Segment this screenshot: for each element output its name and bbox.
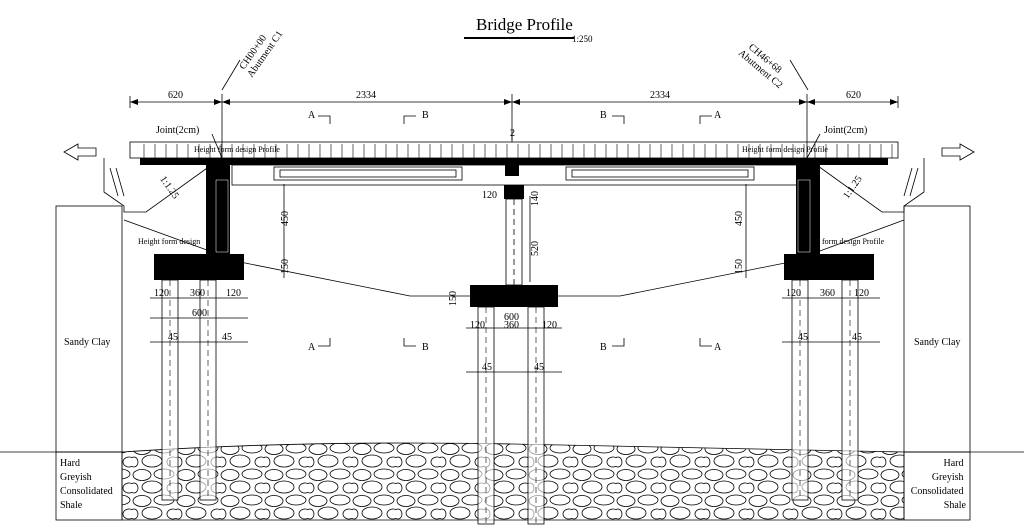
dim-left-gap2: 45 (222, 332, 232, 343)
dim-pier-width: 120 (482, 190, 497, 201)
dim-right-gap2: 45 (852, 332, 862, 343)
girder-void-left (273, 166, 463, 181)
left-abutment (103, 158, 244, 280)
girder-void-right (565, 166, 755, 181)
ground-line-left (123, 219, 470, 297)
dim-pier-cap: 140 (530, 191, 541, 206)
section-a-bottom-right: A (714, 342, 722, 353)
dim-top-span2: 2334 (650, 90, 670, 101)
height-label-left-lower: Height form design (138, 237, 200, 246)
chainage-right-leader (789, 59, 809, 91)
soil-lower-right-1: Hard (944, 458, 964, 469)
pier-bearing (505, 158, 519, 176)
dim-center-footing: 600 (504, 312, 519, 323)
dim-center-mid: 360 (504, 320, 519, 331)
section-b-top-left: B (422, 110, 429, 121)
section-markers-top (318, 115, 712, 124)
joint-left-label: Joint(2cm) (156, 125, 199, 136)
soil-lower-right-2: Greyish (932, 472, 964, 483)
soil-upper-left: Sandy Clay (64, 337, 110, 348)
dim-pier-footing: 150 (448, 291, 459, 306)
soil-lower-left-3: Consolidated (60, 486, 113, 497)
dim-left-edge1: 120 (154, 288, 169, 299)
joint-left-leader (211, 133, 223, 159)
central-pier (470, 185, 558, 307)
section-a-top-right: A (714, 110, 722, 121)
dim-center-gap1: 45 (482, 362, 492, 373)
section-b-bottom-right: B (600, 342, 607, 353)
footing-dims-left (150, 297, 248, 343)
dim-right-mid: 360 (820, 288, 835, 299)
dim-top-span1: 2334 (356, 90, 376, 101)
section-b-top-right: B (600, 110, 607, 121)
soil-lower-right: Hard Greyish Consolidated Shale (911, 458, 967, 511)
dim-center-edge1: 120 (470, 320, 485, 331)
soil-lower-right-4: Shale (944, 500, 967, 511)
dim-right-gap1: 45 (798, 332, 808, 343)
joint-right-label: Joint(2cm) (824, 125, 867, 136)
soil-lower-left-2: Greyish (60, 472, 92, 483)
soil-lower-left: Hard Greyish Consolidated Shale (60, 458, 115, 511)
section-b-bottom-left: B (422, 342, 429, 353)
dim-left-gap1: 45 (168, 332, 178, 343)
height-label-right-lower: form design Profile (822, 237, 885, 246)
footing-dims-center (466, 327, 562, 373)
drawing-scale: 1:250 (572, 34, 593, 44)
dim-top-left: 620 (168, 90, 183, 101)
section-a-bottom-left: A (308, 342, 316, 353)
shale-layer (121, 442, 905, 521)
soil-lower-left-4: Shale (60, 500, 83, 511)
footing-dims-right (782, 297, 880, 343)
girder-void-right-inner (571, 169, 749, 178)
ground-line-right (556, 219, 905, 297)
section-a-top-left: A (308, 110, 316, 121)
drawing-title: Bridge Profile (476, 15, 573, 34)
arrow-right-icon (941, 143, 975, 161)
soil-upper-right: Sandy Clay (914, 337, 960, 348)
dim-abut-left-footing: 150 (280, 259, 291, 274)
chainage-left-leader (221, 59, 241, 91)
dim-abut-right-wall: 450 (734, 211, 745, 226)
height-label-left: Height form design Profile (194, 145, 280, 154)
top-dimension-line (129, 94, 899, 160)
shale-right-box (903, 451, 971, 521)
dim-top-right: 620 (846, 90, 861, 101)
dim-center-edge2: 120 (542, 320, 557, 331)
joint-right-leader (806, 133, 821, 159)
soil-lower-right-3: Consolidated (911, 486, 964, 497)
chainage-left-group: CH00+00 Abutment C1 (237, 29, 285, 80)
section-markers-bottom (318, 338, 712, 347)
dim-left-footing: 600 (192, 308, 207, 319)
dim-right-edge1: 120 (786, 288, 801, 299)
height-label-right: Height form design Profile (742, 145, 828, 154)
dim-abut-right-footing: 150 (734, 259, 745, 274)
girder-void-left-inner (279, 169, 457, 178)
soil-lower-left-1: Hard (60, 458, 80, 469)
soil-left-column (55, 205, 123, 453)
dim-left-mid: 360 (190, 288, 205, 299)
dim-right-edge2: 120 (854, 288, 869, 299)
dim-center-gap2: 45 (534, 362, 544, 373)
slope-left-label: 1:1.25 (157, 174, 181, 201)
dim-left-edge2: 120 (226, 288, 241, 299)
pile-groups (161, 279, 859, 525)
dim-abut-left-wall: 450 (280, 211, 291, 226)
chainage-right-group: CH46+68 Abutment C2 (736, 42, 785, 91)
soil-right-column (903, 205, 971, 453)
center-gap-label: 2 (510, 128, 515, 139)
dim-pier-height: 520 (530, 241, 541, 256)
arrow-left-icon (63, 143, 97, 161)
shale-left-box (55, 451, 123, 521)
